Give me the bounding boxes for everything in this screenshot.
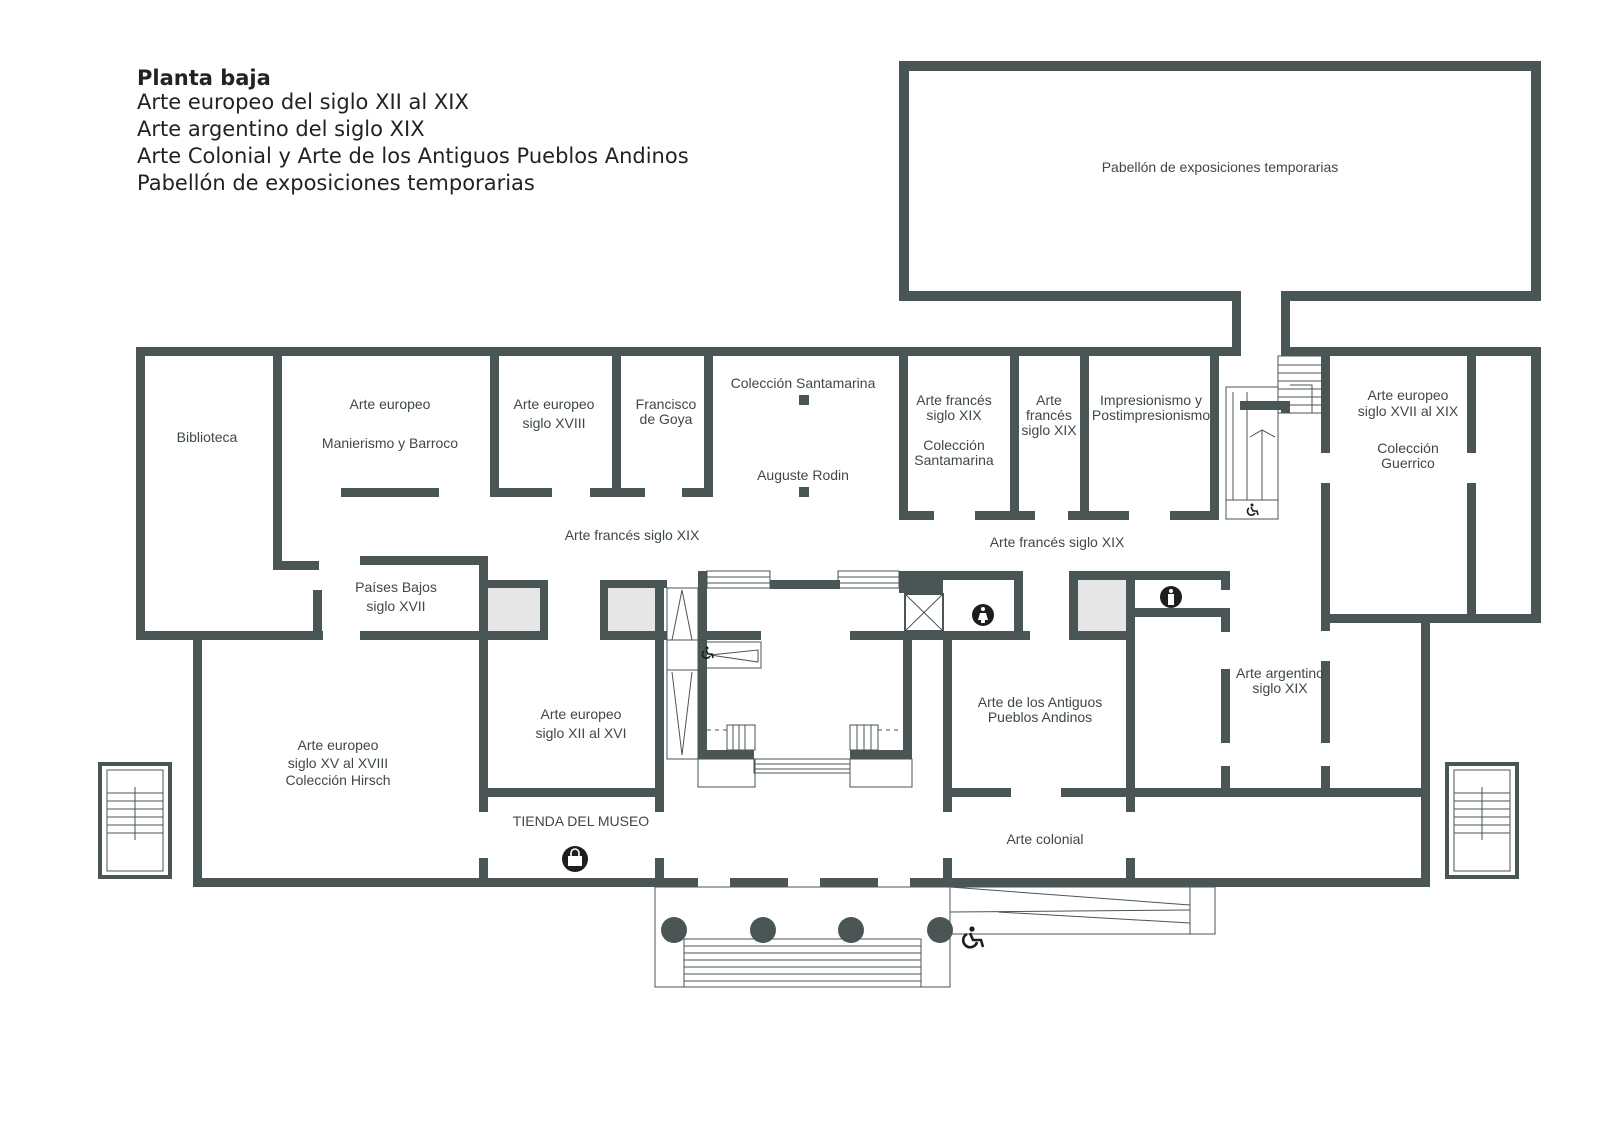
label-manierismo-2: Manierismo y Barroco (322, 435, 458, 451)
label-guerrico-2: siglo XVII al XIX (1358, 403, 1459, 419)
label-impresionismo-1: Impresionismo y (1100, 392, 1202, 408)
label-frances-a-2: siglo XIX (926, 407, 982, 423)
label-frances-b-1: Arte (1036, 392, 1062, 408)
label-paises-bajos-2: siglo XVII (366, 598, 425, 614)
restroom-men-icon (1160, 586, 1182, 608)
label-argentino-1: Arte argentino (1236, 665, 1324, 681)
label-biblioteca: Biblioteca (177, 429, 238, 445)
label-frances-b-3: siglo XIX (1021, 422, 1077, 438)
label-manierismo-1: Arte europeo (350, 396, 431, 412)
stairwell-left (98, 762, 172, 879)
access-ramp (949, 886, 1216, 935)
floor-title: Planta baja (137, 66, 271, 90)
central-staircase (697, 570, 913, 788)
restroom-women-icon (972, 604, 994, 626)
label-goya-1: Francisco (636, 396, 697, 412)
floor-subtitle-3: Arte Colonial y Arte de los Antiguos Pue… (137, 144, 689, 168)
label-frances-a-1: Arte francés (916, 392, 991, 408)
accessibility-icon (961, 926, 985, 949)
label-guerrico-4: Guerrico (1381, 455, 1435, 471)
label-frances-b-2: francés (1026, 407, 1072, 423)
main-building-walls (136, 347, 1541, 887)
label-guerrico-3: Colección (1377, 440, 1438, 456)
interior-walls (273, 356, 1476, 887)
floor-subtitle-4: Pabellón de exposiciones temporarias (137, 171, 535, 195)
label-pabellon: Pabellón de exposiciones temporarias (1102, 159, 1339, 175)
label-guerrico-1: Arte europeo (1368, 387, 1449, 403)
label-xii-xvi-2: siglo XII al XVI (535, 725, 626, 741)
label-corridor-left: Arte francés siglo XIX (565, 527, 700, 543)
label-xviii-2: siglo XVIII (522, 415, 585, 431)
label-goya-2: de Goya (640, 411, 693, 427)
label-andinos-2: Pueblos Andinos (988, 709, 1092, 725)
label-xviii-1: Arte europeo (514, 396, 595, 412)
label-frances-a-4: Santamarina (914, 452, 994, 468)
stairwell-right (1445, 762, 1519, 879)
label-paises-bajos-1: Países Bajos (355, 579, 437, 595)
floor-subtitle-2: Arte argentino del siglo XIX (137, 117, 425, 141)
pabellon-walls (899, 61, 1541, 356)
label-impresionismo-2: Postimpresionismo (1092, 407, 1210, 423)
label-frances-a-3: Colección (923, 437, 984, 453)
label-hirsch-1: Arte europeo (298, 737, 379, 753)
pillar-fills (488, 580, 1126, 631)
room-labels: Pabellón de exposiciones temporarias Bib… (177, 159, 1459, 847)
label-colonial: Arte colonial (1006, 831, 1083, 847)
right-ramp (1225, 355, 1327, 520)
label-corridor-right: Arte francés siglo XIX (990, 534, 1125, 550)
label-hirsch-2: siglo XV al XVIII (288, 755, 388, 771)
accessibility-icon-small (701, 646, 714, 659)
entrance-porch (654, 886, 951, 988)
label-rodin: Auguste Rodin (757, 467, 849, 483)
label-hirsch-3: Colección Hirsch (285, 772, 390, 788)
entrance-columns (661, 917, 953, 943)
label-andinos-1: Arte de los Antiguos (978, 694, 1103, 710)
accessibility-icon-small-right (1246, 503, 1259, 516)
floor-subtitle-1: Arte europeo del siglo XII al XIX (137, 90, 469, 114)
shopping-bag-icon (562, 846, 588, 872)
left-ramp (666, 587, 762, 760)
label-tienda: TIENDA DEL MUSEO (513, 813, 650, 829)
label-santamarina: Colección Santamarina (731, 375, 876, 391)
label-argentino-2: siglo XIX (1252, 680, 1308, 696)
elevator-shaft (904, 593, 944, 632)
label-xii-xvi-1: Arte europeo (541, 706, 622, 722)
